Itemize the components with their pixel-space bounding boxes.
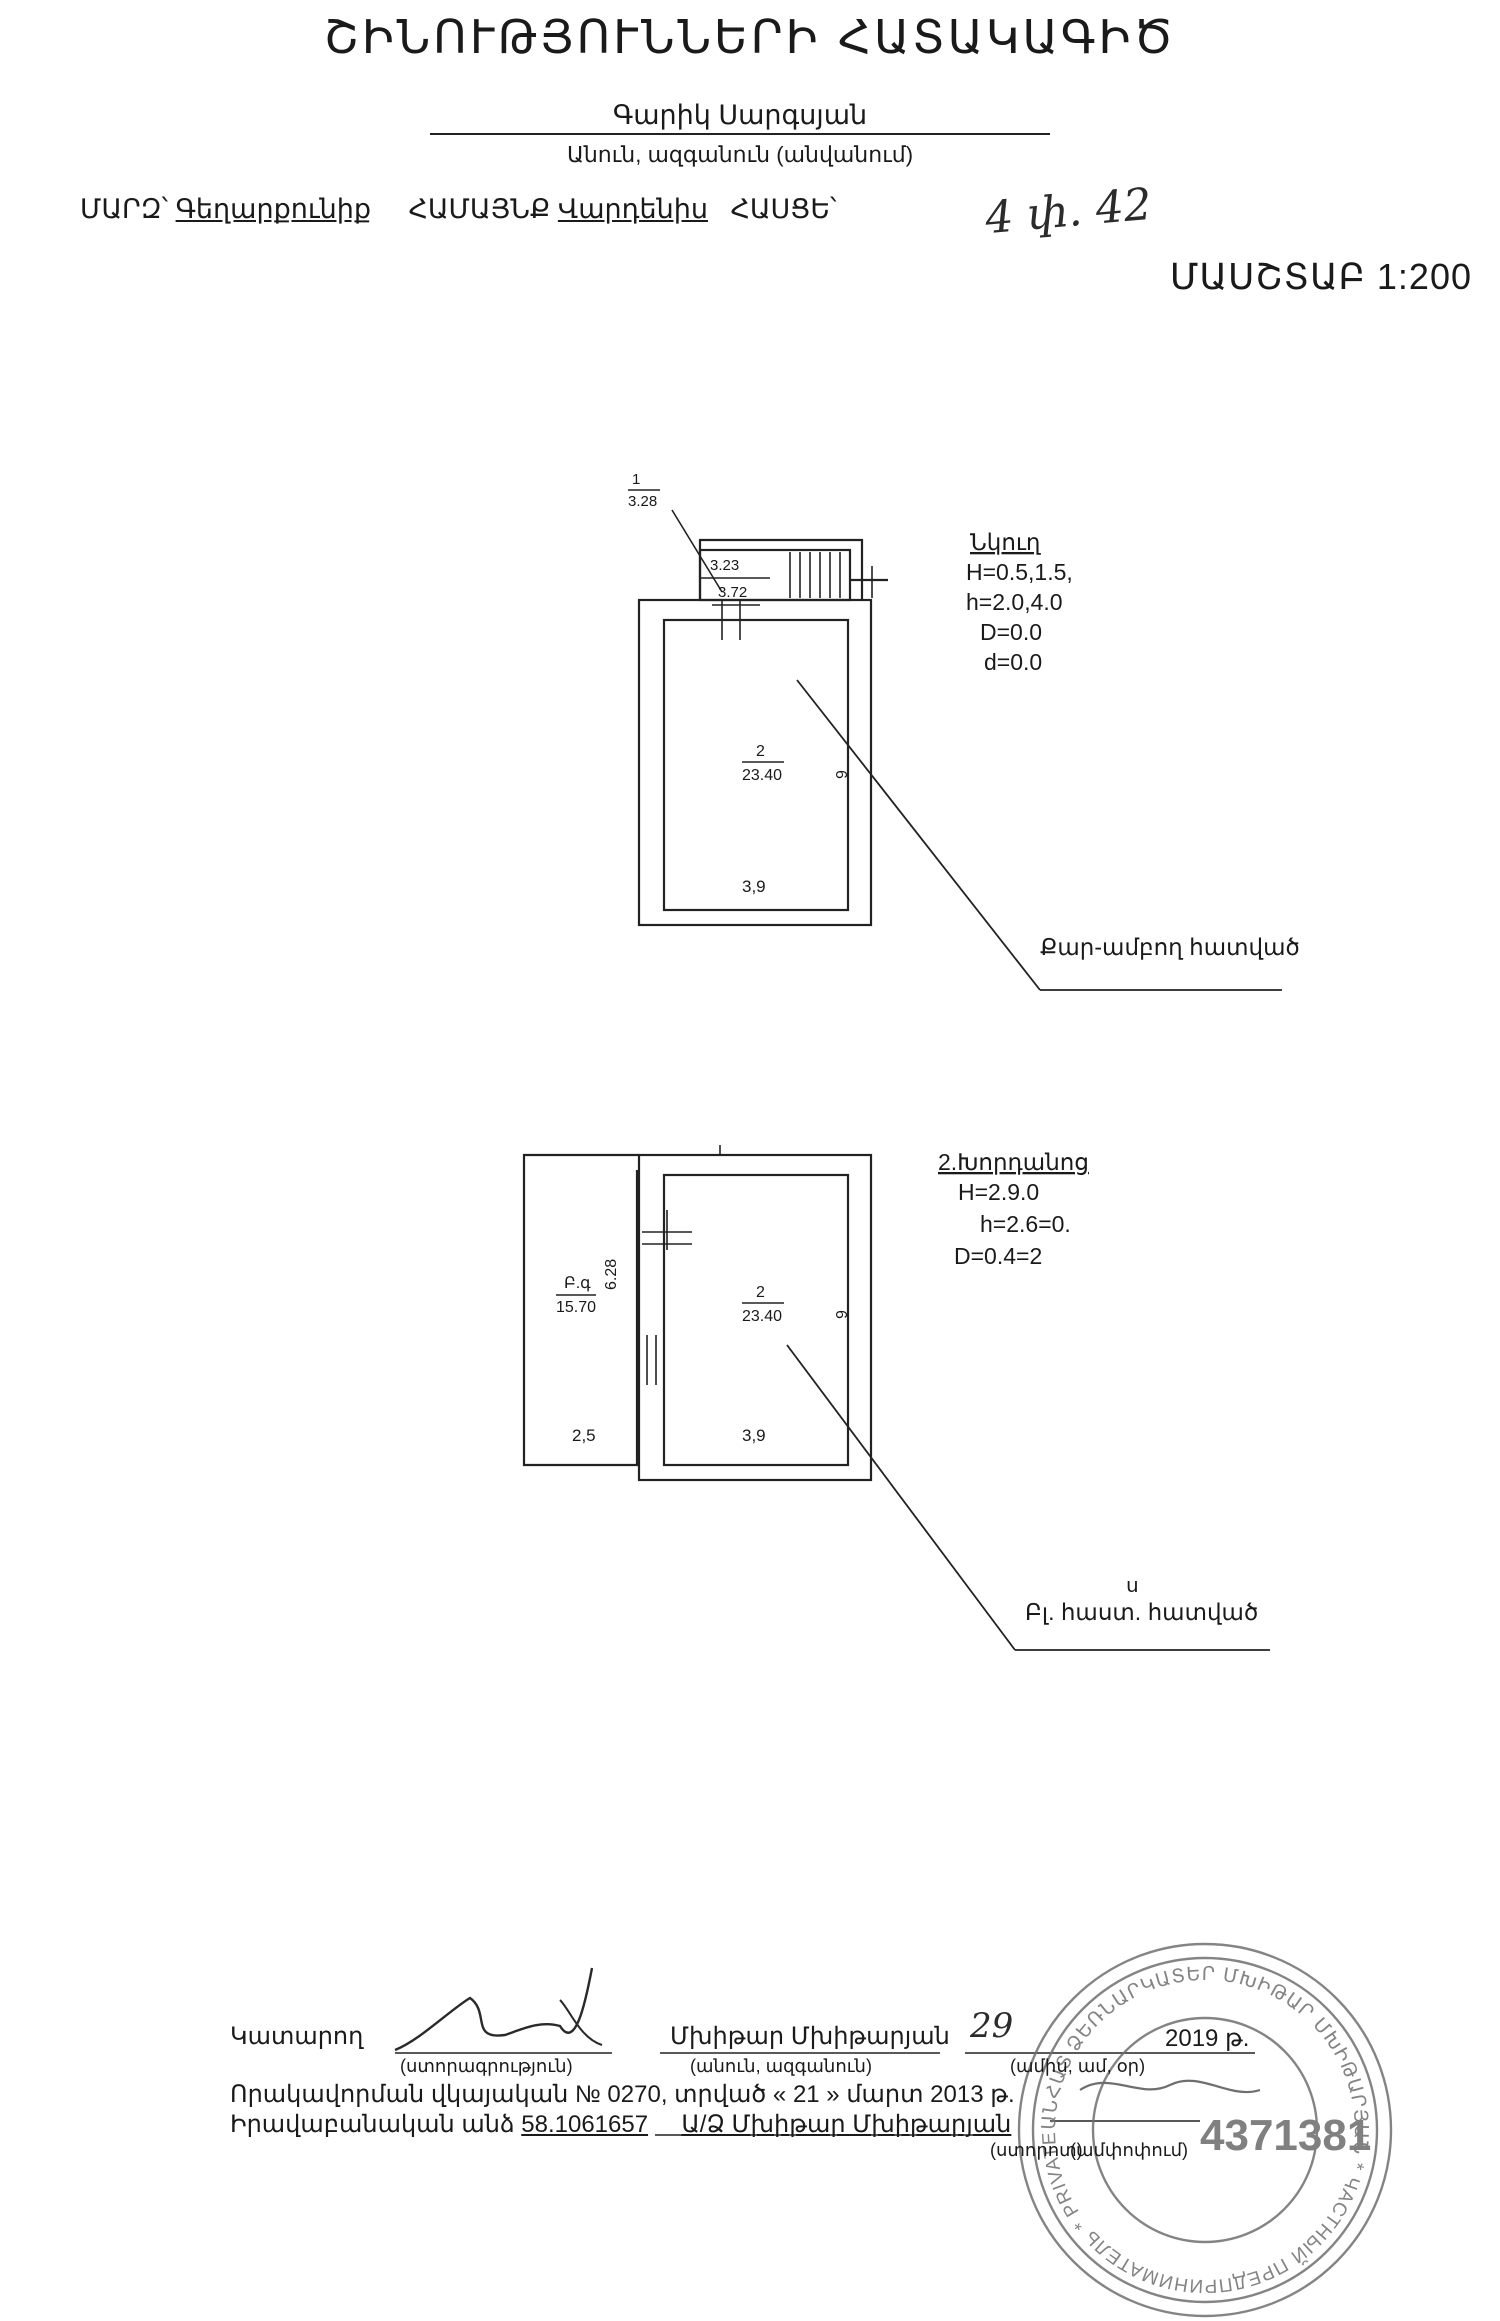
region-label: ՄԱՐԶ՝ [80, 194, 169, 224]
top-side-dim: 6 [832, 770, 849, 779]
side-room-area: 15.70 [556, 1299, 596, 1316]
address-line: ՄԱՐԶ՝ Գեղարքունիք ՀԱՄԱՅՆՔ Վարդենիս ՀԱՍՑԵ… [80, 194, 837, 225]
top-room-number: 2 [756, 743, 765, 760]
owner-caption: Անուն, ազգանուն (անվանում) [566, 142, 914, 167]
name-caption: (անուն, ազգանուն) [690, 2056, 872, 2076]
address-label: ՀԱՍՑԵ՝ [730, 194, 837, 224]
stair-number: 1 [632, 471, 640, 488]
bottom-plan-inner-wall [662, 1173, 850, 1467]
bottom-spec-title: 2.Խորդանոց [938, 1149, 1089, 1175]
region-value: Գեղարքունիք [175, 194, 371, 224]
bottom-right-dim: 6 [832, 1310, 849, 1319]
date-caption: (ամիս, ամ, օր) [1010, 2056, 1146, 2076]
legal-label: Իրավաբանական անձ [230, 2111, 515, 2138]
top-room-area: 23.40 [742, 767, 782, 784]
round-stamp: ԱՆՀԱՏ ՁԵՌՆԱՐԿԱՏԵՐ ՄԽԻԹԱՐ ՄԽԻԹԱՐՅԱՆ * ЧАС… [0, 0, 1393, 2318]
license-line: Որակավորման վկայական № 0270, տրված « 21 … [230, 2081, 1015, 2108]
top-plan-inner-wall [662, 618, 850, 912]
stair-steps [789, 552, 841, 598]
top-plan [628, 489, 1282, 991]
top-material-leader [796, 679, 1041, 991]
bottom-plan-outer-wall [637, 1153, 873, 1482]
date-year: 2019 թ. [1165, 2025, 1250, 2052]
bottom-spec-line-3: D=0.4=2 [954, 1243, 1042, 1269]
top-spec-line-1: H=0.5,1.5, [966, 559, 1073, 585]
bottom-material-leader [786, 1344, 1016, 1651]
document-title: ՇԻՆՈՒԹՅՈՒՆՆԵՐԻ ՀԱՏԱԿԱԳԻԾ [324, 10, 1176, 64]
owner-name: Գարիկ Սարգսյան [430, 100, 1050, 135]
stamp-number: 4371381 [1200, 2111, 1371, 2160]
stair-dim-1: 3.23 [710, 557, 739, 574]
top-spec-line-2: h=2.0,4.0 [966, 589, 1063, 615]
date-day: 29 [970, 2006, 1014, 2046]
signature [394, 1967, 594, 2052]
top-bottom-dim: 3,9 [742, 877, 766, 896]
bottom-spec-line-1: H=2.9.0 [958, 1179, 1039, 1205]
bottom-room-number: 2 [756, 1284, 765, 1301]
bottom-plan [522, 1145, 1270, 1651]
bottom-spec-line-2: h=2.6=0. [980, 1211, 1071, 1237]
top-spec-title: Նկուղ [970, 529, 1042, 555]
stair-area: 3.28 [628, 493, 657, 510]
footer-underlines [395, 2052, 1255, 2136]
top-spec-line-4: d=0.0 [984, 649, 1042, 675]
stamp-caption-1: (ստորոտ) [990, 2140, 1083, 2160]
legal-code: 58.1061657 [521, 2111, 649, 2138]
stair-dim-2: 3.72 [718, 584, 747, 601]
bottom-material-label: Բլ. հաստ. հատված [1025, 1599, 1258, 1625]
stamp-caption-2: (ամփոփում) [1070, 2140, 1189, 2160]
top-material-label: Քար-ամբող հատված [1040, 934, 1300, 960]
legal-entity-line: Իրավաբանական անձ 58.1061657 Ա/Ձ Մխիթար Մ… [230, 2110, 1011, 2139]
community-label: ՀԱՄԱՅՆՔ [408, 194, 551, 224]
community-value: Վարդենիս [557, 194, 708, 224]
svg-text:ԱՆՀԱՏ ՁԵՌՆԱՐԿԱՏԵՐ ՄԽԻԹԱՐ ՄԽԻԹԱ: ԱՆՀԱՏ ՁԵՌՆԱՐԿԱՏԵՐ ՄԽԻԹԱՐ ՄԽԻԹԱՐՅԱՆ * ЧАС… [0, 0, 1370, 2296]
top-stair-leader [671, 509, 723, 593]
bottom-room-area: 23.40 [742, 1308, 782, 1325]
scale-label: ՄԱՍՇՏԱԲ 1:200 [1169, 256, 1472, 297]
signature-caption: (ստորագրություն) [400, 2056, 573, 2076]
bottom-left-dim: 2,5 [572, 1426, 596, 1445]
staircase-wall [698, 538, 864, 600]
stamp-ring-text: ԱՆՀԱՏ ՁԵՌՆԱՐԿԱՏԵՐ ՄԽԻԹԱՐ ՄԽԻԹԱՐՅԱՆ * ЧАС… [0, 0, 1370, 2296]
top-spec-line-3: D=0.0 [980, 619, 1042, 645]
side-room-label: Բ.գ [564, 1275, 591, 1292]
side-room-wall [522, 1153, 639, 1467]
performer-name: Մխիթար Մխիթարյան [670, 2023, 950, 2050]
legal-name: Ա/Ձ Մխիթար Մխիթարյան [681, 2111, 1012, 2138]
performer-label: Կատարող [230, 2023, 364, 2050]
bottom-material-top: ս [1126, 1575, 1139, 1597]
bottom-right-width-dim: 3,9 [742, 1426, 766, 1445]
side-room-dim: 6.28 [603, 1259, 620, 1290]
